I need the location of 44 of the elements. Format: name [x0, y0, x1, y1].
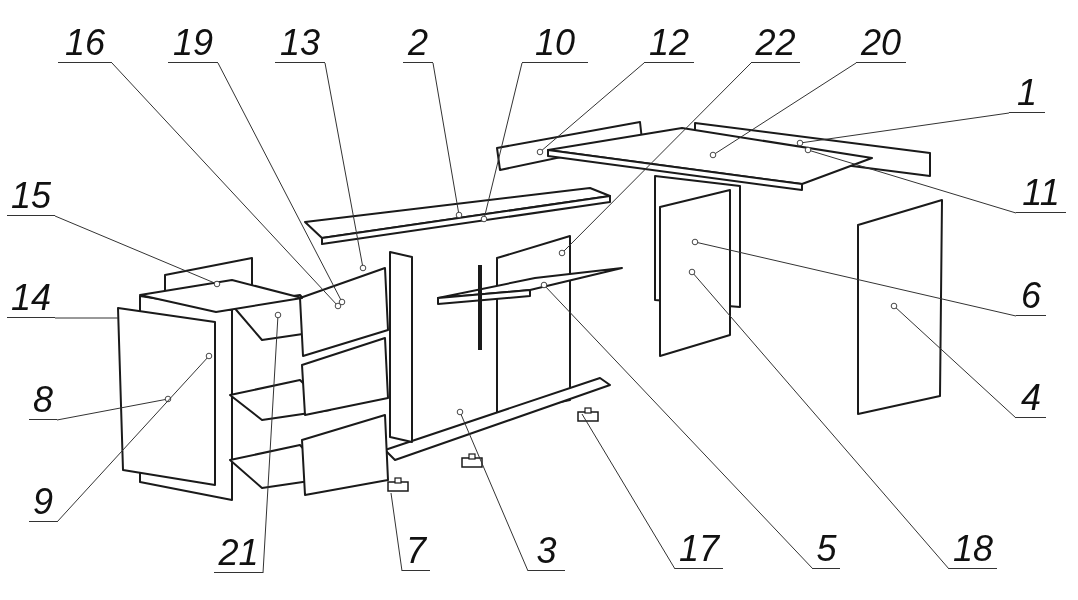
leader-line [324, 62, 367, 272]
leader-line [691, 238, 1017, 317]
callout-number: 20 [856, 23, 906, 63]
callout-number: 1 [1009, 73, 1045, 113]
leader-line [558, 62, 752, 257]
leader-line [890, 302, 1017, 419]
callout-number: 8 [29, 380, 57, 420]
leader-line [688, 268, 950, 570]
callout-number: 4 [1016, 378, 1046, 418]
leader-line [56, 395, 172, 421]
leader-line [540, 281, 814, 570]
leader-line [54, 215, 221, 288]
leader-line [262, 311, 282, 574]
leader-line [111, 62, 342, 310]
leader-line [54, 317, 119, 319]
callout-number: 19 [168, 23, 218, 63]
leader-line [804, 146, 1017, 214]
callout-number: 10 [522, 23, 588, 63]
leader-line [796, 112, 1010, 147]
callout-number: 15 [7, 176, 55, 216]
callout-number: 21 [214, 533, 263, 573]
callout-number: 17 [675, 529, 723, 569]
leader-line [536, 62, 645, 156]
callout-number: 2 [403, 23, 433, 63]
leader-line [581, 413, 676, 570]
callout-number: 12 [644, 23, 694, 63]
leader-line [480, 62, 523, 223]
leader-line [709, 62, 857, 159]
callout-number: 13 [275, 23, 325, 63]
leader-line [432, 62, 463, 219]
leader-line [56, 352, 213, 523]
callout-number: 7 [402, 531, 430, 571]
leader-line [456, 408, 529, 572]
callout-number: 11 [1016, 173, 1066, 213]
callout-number: 3 [528, 531, 565, 571]
leader-line [390, 492, 403, 572]
callout-number: 9 [29, 482, 57, 522]
callout-number: 18 [949, 529, 997, 569]
callout-number: 22 [751, 23, 800, 63]
callout-number: 5 [813, 529, 840, 569]
callout-number: 6 [1016, 276, 1046, 316]
leader-line [217, 62, 346, 306]
callout-number: 16 [58, 23, 112, 63]
callout-number: 14 [7, 278, 55, 318]
